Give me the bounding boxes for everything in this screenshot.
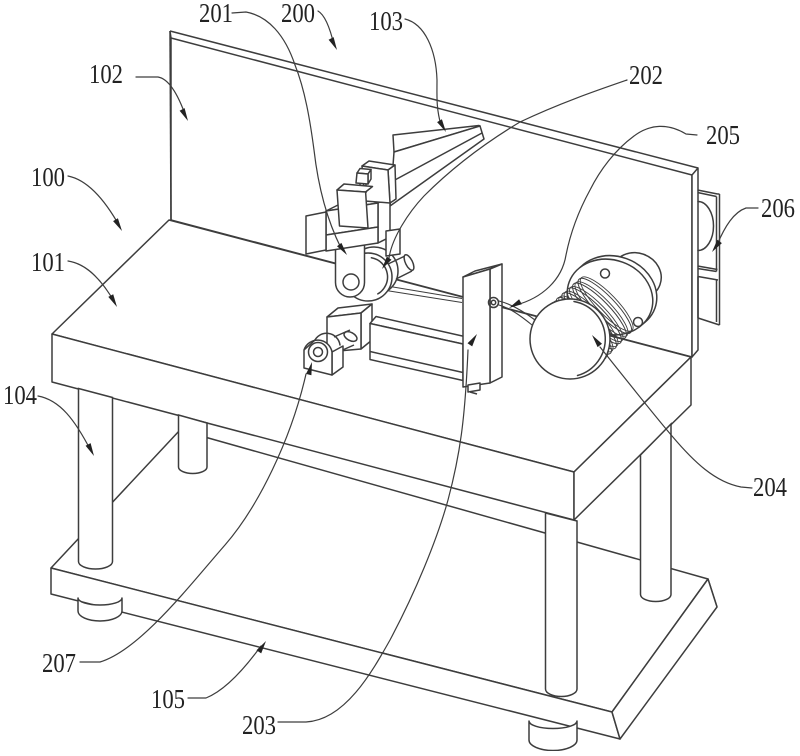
svg-text:204: 204 xyxy=(753,472,787,502)
svg-text:200: 200 xyxy=(281,0,315,28)
svg-text:202: 202 xyxy=(629,60,663,90)
svg-text:100: 100 xyxy=(31,162,65,192)
svg-text:101: 101 xyxy=(31,247,65,277)
svg-text:102: 102 xyxy=(89,59,123,89)
svg-text:104: 104 xyxy=(3,380,37,410)
svg-text:201: 201 xyxy=(199,0,233,28)
svg-text:203: 203 xyxy=(242,710,276,740)
svg-text:206: 206 xyxy=(761,193,795,223)
svg-text:105: 105 xyxy=(151,684,185,714)
svg-text:207: 207 xyxy=(42,648,76,678)
svg-text:103: 103 xyxy=(369,6,403,36)
svg-text:205: 205 xyxy=(706,120,740,150)
